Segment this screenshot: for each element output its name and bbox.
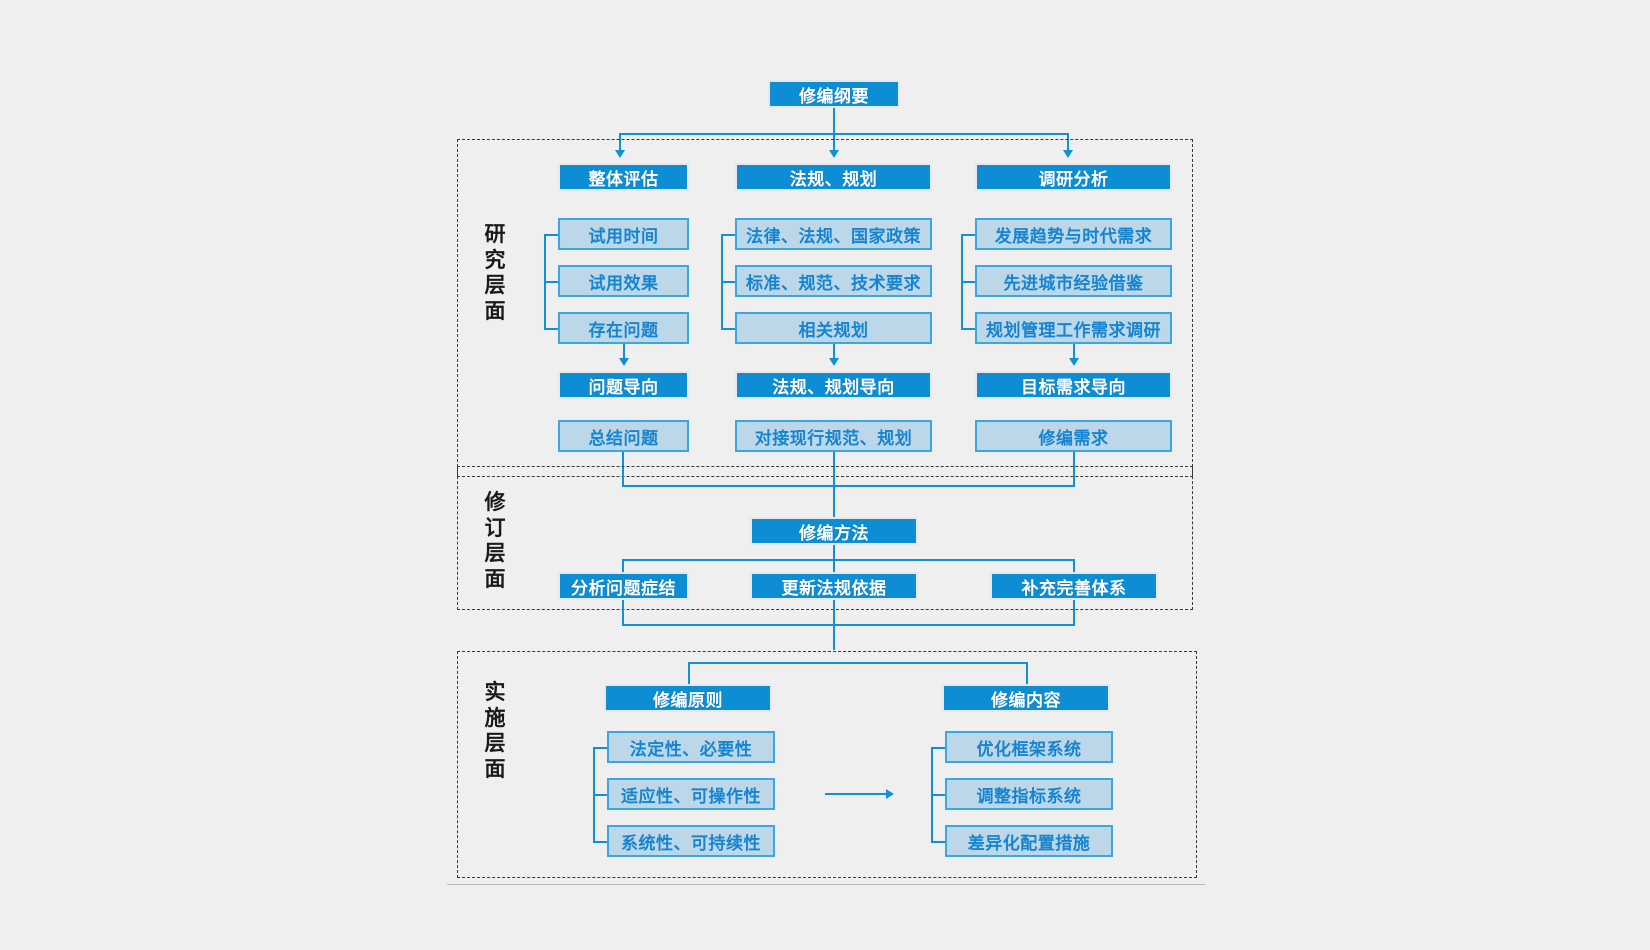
- research-col-3-header[interactable]: 调研分析: [975, 163, 1172, 191]
- bottom-divider: [447, 884, 1205, 885]
- connector-implement-link: [825, 793, 887, 795]
- layer-research: [457, 139, 1193, 477]
- research-col-2-item-0[interactable]: 法律、法规、国家政策: [735, 218, 932, 250]
- arrow-col-1-orientation: [619, 358, 629, 366]
- bracket-col-2-stub-1: [721, 281, 735, 283]
- connector-revision-drop-1: [622, 559, 624, 572]
- connector-outcome-3-down: [1073, 452, 1075, 486]
- connector-implement-drop-2: [1026, 662, 1028, 684]
- connector-implement-drop-1: [688, 662, 690, 684]
- layer-research-label-char-2: 层: [484, 273, 506, 298]
- implement-group-2-item-1[interactable]: 调整指标系统: [945, 778, 1113, 810]
- bracket-col-1-stub-2: [544, 328, 558, 330]
- research-col-2-outcome[interactable]: 对接现行规范、规划: [735, 420, 932, 452]
- layer-revision-label-char-0: 修: [484, 490, 506, 514]
- layer-implement-label-char-2: 层: [484, 731, 506, 756]
- implement-group-1-item-2[interactable]: 系统性、可持续性: [607, 825, 775, 857]
- research-col-2-item-2[interactable]: 相关规划: [735, 312, 932, 344]
- bracket-implement-1-stub-1: [593, 794, 607, 796]
- research-col-1-header[interactable]: 整体评估: [558, 163, 689, 191]
- bracket-implement-2-stub-2: [931, 841, 945, 843]
- bracket-col-2-stub-0: [721, 234, 735, 236]
- research-col-1-item-2[interactable]: 存在问题: [558, 312, 689, 344]
- bracket-col-3-stub-2: [961, 328, 975, 330]
- connector-root-drop-1: [619, 133, 621, 150]
- connector-merge-bus: [622, 485, 1075, 487]
- root-box-revision-outline[interactable]: 修编纲要: [768, 80, 900, 108]
- layer-implement-label-char-0: 实: [484, 680, 506, 704]
- research-col-1-item-0[interactable]: 试用时间: [558, 218, 689, 250]
- layer-research-label-char-1: 究: [484, 247, 506, 272]
- connector-root-drop-3: [1067, 133, 1069, 150]
- research-col-2-header[interactable]: 法规、规划: [735, 163, 932, 191]
- connector-revision-merge-bus: [622, 624, 1075, 626]
- layer-research-label: 研 究 层 面: [480, 222, 510, 324]
- arrow-col-3-orientation: [1069, 358, 1079, 366]
- bracket-col-3-stub-0: [961, 234, 975, 236]
- bracket-col-1-stub-1: [544, 281, 558, 283]
- connector-col-1-to-orientation: [623, 344, 625, 360]
- connector-root-stem: [833, 108, 835, 134]
- revision-item-2[interactable]: 补充完善体系: [990, 572, 1158, 600]
- implement-group-1-item-1[interactable]: 适应性、可操作性: [607, 778, 775, 810]
- arrow-root-drop-1: [615, 150, 625, 158]
- implement-group-2-header[interactable]: 修编内容: [942, 684, 1110, 712]
- research-col-1-item-1[interactable]: 试用效果: [558, 265, 689, 297]
- bracket-col-3-stub-1: [961, 281, 975, 283]
- layer-revision-label-char-3: 面: [484, 566, 506, 591]
- research-col-3-item-1[interactable]: 先进城市经验借鉴: [975, 265, 1172, 297]
- bracket-col-1-stub-0: [544, 234, 558, 236]
- connector-root-drop-2: [833, 133, 835, 150]
- layer-implement: [457, 651, 1197, 878]
- connector-revision-bus: [622, 559, 1075, 561]
- connector-revision-drop-2: [833, 559, 835, 572]
- connector-implement-bus: [688, 662, 1028, 664]
- connector-revision-stem: [833, 545, 835, 560]
- layer-revision: [457, 466, 1193, 610]
- implement-group-2-item-0[interactable]: 优化框架系统: [945, 731, 1113, 763]
- connector-col-2-to-orientation: [833, 344, 835, 360]
- connector-root-bus: [619, 133, 1068, 135]
- revision-item-1[interactable]: 更新法规依据: [750, 572, 918, 600]
- layer-revision-label-char-2: 层: [484, 541, 506, 566]
- bracket-implement-2-stub-0: [931, 747, 945, 749]
- implement-group-2-item-2[interactable]: 差异化配置措施: [945, 825, 1113, 857]
- research-col-3-orientation[interactable]: 目标需求导向: [975, 371, 1172, 399]
- layer-revision-label-char-1: 订: [484, 515, 506, 540]
- layer-revision-label: 修 订 层 面: [480, 490, 510, 592]
- layer-implement-label-char-3: 面: [484, 756, 506, 781]
- bracket-col-2-stub-2: [721, 328, 735, 330]
- arrow-col-2-orientation: [829, 358, 839, 366]
- connector-outcome-2-down: [833, 452, 835, 517]
- connector-revision-item-2-down: [833, 600, 835, 650]
- research-col-2-item-1[interactable]: 标准、规范、技术要求: [735, 265, 932, 297]
- bracket-implement-1-stub-0: [593, 747, 607, 749]
- bracket-implement-1-stub-2: [593, 841, 607, 843]
- research-col-1-outcome[interactable]: 总结问题: [558, 420, 689, 452]
- revision-header[interactable]: 修编方法: [750, 517, 918, 545]
- layer-implement-label: 实 施 层 面: [480, 680, 510, 782]
- research-col-3-outcome[interactable]: 修编需求: [975, 420, 1172, 452]
- implement-group-1-item-0[interactable]: 法定性、必要性: [607, 731, 775, 763]
- connector-outcome-1-down: [622, 452, 624, 486]
- layer-implement-label-char-1: 施: [484, 705, 506, 730]
- arrow-root-drop-3: [1063, 150, 1073, 158]
- layer-research-label-char-3: 面: [484, 298, 506, 323]
- connector-revision-item-3-down: [1073, 600, 1075, 625]
- connector-revision-drop-3: [1073, 559, 1075, 572]
- research-col-2-orientation[interactable]: 法规、规划导向: [735, 371, 932, 399]
- research-col-1-orientation[interactable]: 问题导向: [558, 371, 689, 399]
- connector-col-3-to-orientation: [1073, 344, 1075, 360]
- implement-group-1-header[interactable]: 修编原则: [604, 684, 772, 712]
- layer-research-label-char-0: 研: [484, 222, 506, 246]
- arrow-root-drop-2: [829, 150, 839, 158]
- research-col-3-item-0[interactable]: 发展趋势与时代需求: [975, 218, 1172, 250]
- connector-revision-item-1-down: [622, 600, 624, 625]
- bracket-implement-2-stub-1: [931, 794, 945, 796]
- research-col-3-item-2[interactable]: 规划管理工作需求调研: [975, 312, 1172, 344]
- arrow-right-icon: [886, 789, 894, 799]
- revision-item-0[interactable]: 分析问题症结: [558, 572, 689, 600]
